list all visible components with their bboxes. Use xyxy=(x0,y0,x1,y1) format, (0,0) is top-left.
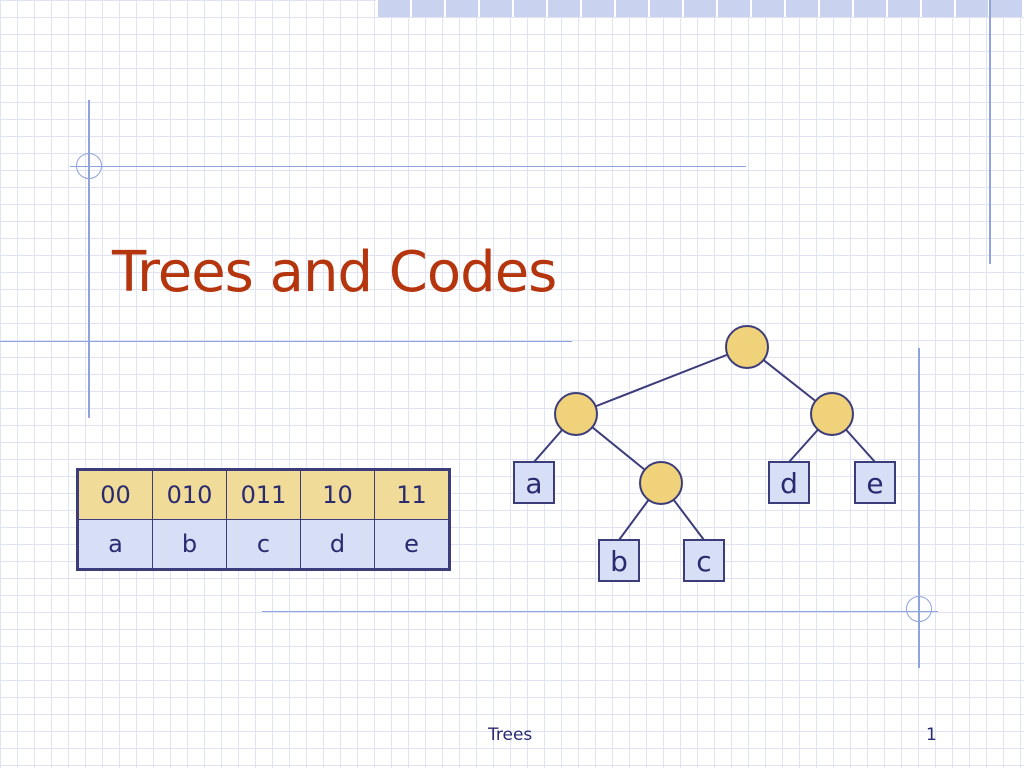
tree-leaf-label: c xyxy=(696,545,711,578)
tree-leaf-box xyxy=(683,539,725,582)
tree-leaf-label: a xyxy=(525,467,542,500)
decor-line xyxy=(70,166,746,167)
tree-internal-node xyxy=(639,461,683,505)
symbol-cell: d xyxy=(300,519,375,570)
symbol-cell: b xyxy=(152,519,227,570)
code-cell: 010 xyxy=(152,469,227,520)
decor-line xyxy=(918,348,920,668)
tree-leaf-label: b xyxy=(610,545,628,578)
tree-leaf-box xyxy=(513,461,555,504)
symbol-cell: c xyxy=(226,519,301,570)
tree-root-node xyxy=(725,325,769,369)
decor-line xyxy=(989,0,991,264)
decor-line xyxy=(88,100,90,418)
tree-internal-node xyxy=(810,392,854,436)
decor-line xyxy=(262,611,938,612)
tree-leaf-box xyxy=(598,539,640,582)
tree-leaf-box xyxy=(768,461,810,504)
decor-line xyxy=(0,341,572,342)
symbol-row: a b c d e xyxy=(77,519,450,570)
code-cell: 11 xyxy=(374,469,450,520)
code-table: 00 010 011 10 11 a b c d e xyxy=(76,468,451,571)
symbol-cell: a xyxy=(77,519,153,570)
code-cell: 011 xyxy=(226,469,301,520)
code-cell: 00 xyxy=(77,469,153,520)
tree-leaf-label: d xyxy=(780,467,798,500)
code-row: 00 010 011 10 11 xyxy=(77,469,450,520)
tree-edges xyxy=(533,346,876,541)
tree-edge xyxy=(575,346,748,415)
tree-leaf-box xyxy=(854,461,896,504)
tree-leaf-label: e xyxy=(866,467,883,500)
decor-ring xyxy=(76,153,102,179)
decor-ring xyxy=(906,596,932,622)
tree-internal-node xyxy=(554,392,598,436)
top-decor-band xyxy=(376,0,1024,17)
slide-title: Trees and Codes xyxy=(112,240,557,305)
page-number: 1 xyxy=(926,725,937,745)
symbol-cell: e xyxy=(374,519,450,570)
footer-title: Trees xyxy=(488,725,533,745)
